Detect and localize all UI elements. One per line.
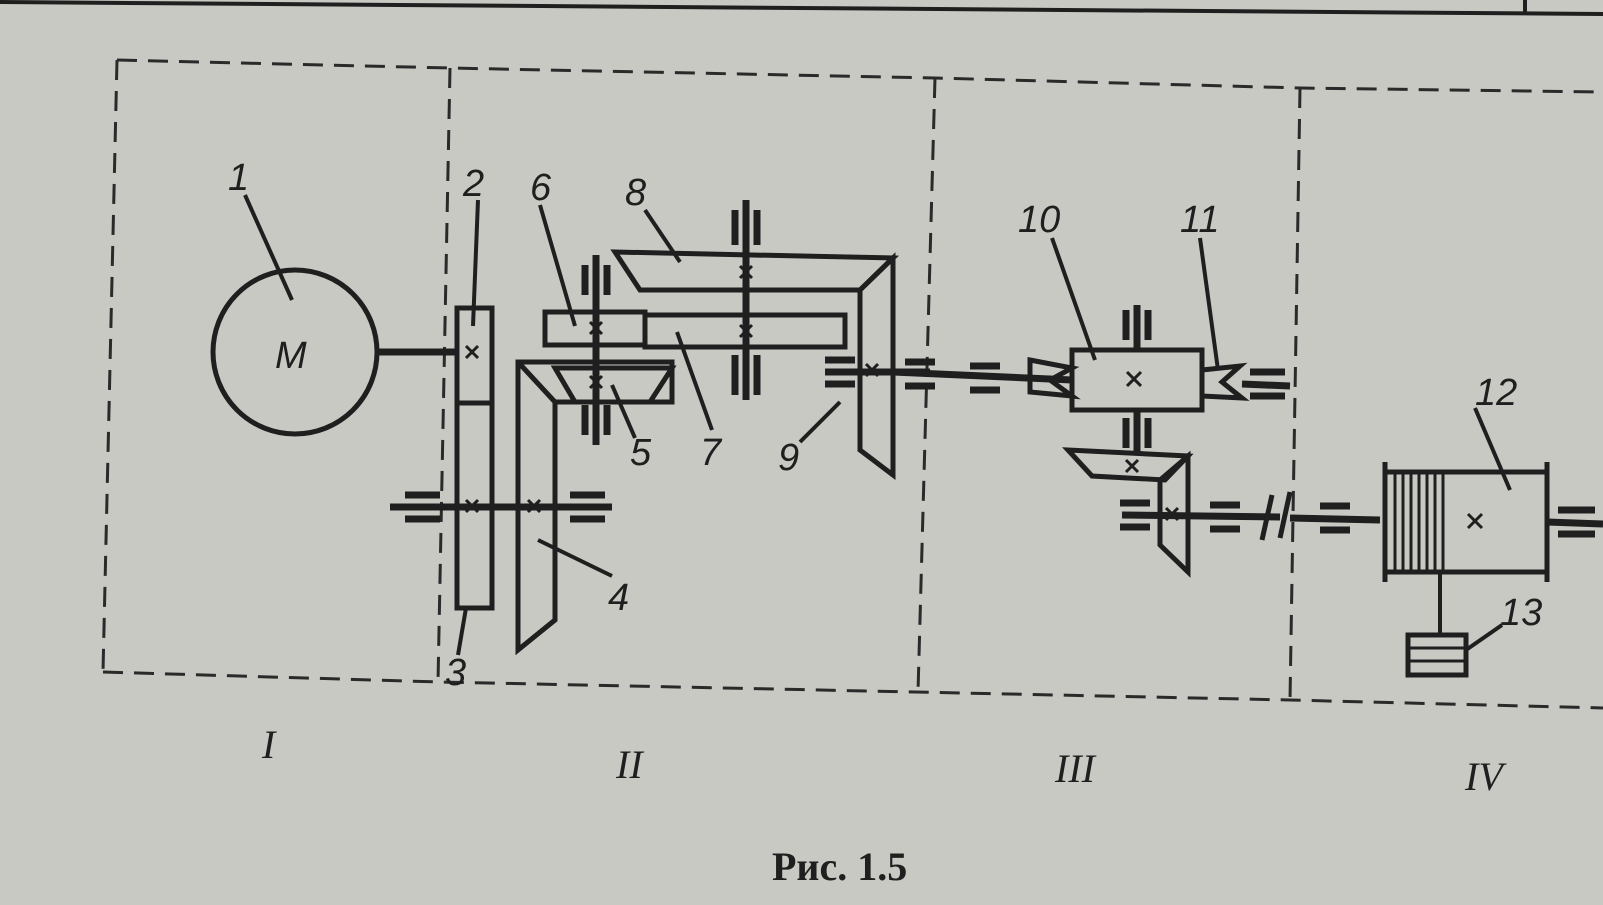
label-2: 2 [462,163,484,205]
label-10: 10 [1018,199,1060,241]
label-11: 11 [1180,199,1219,241]
zone-label-1: I [261,722,277,767]
drum-12 [1382,462,1603,582]
leader-lines [243,194,1512,656]
zone-label-2: II [615,742,644,787]
bevel-pair-output [1062,447,1281,578]
page-top-border [0,0,1603,16]
label-13: 13 [1500,592,1542,634]
figure-caption: Рис. 1.5 [772,844,907,889]
label-7: 7 [700,432,723,474]
zone-boundaries [101,58,1603,710]
load-13 [1405,572,1469,678]
label-5: 5 [630,432,652,474]
spur-gear-pair-2-3 [454,305,495,611]
label-1: 1 [228,157,249,199]
zone-labels: I II III IV [261,722,1507,799]
label-6: 6 [530,167,552,209]
label-9: 9 [778,437,799,479]
motor: M [210,267,455,437]
drum-rope-windings [1393,474,1445,570]
zone-label-4: IV [1464,754,1507,799]
label-4: 4 [608,577,629,619]
coupling-11 [1201,362,1291,401]
gear-10 [1069,305,1205,455]
label-8: 8 [625,172,646,214]
zone-label-3: III [1054,746,1097,791]
shaft-to-10 [892,356,1081,400]
bevel-gear-5 [550,255,677,445]
label-3: 3 [445,652,466,694]
shaft-gear-3-4 [390,359,675,656]
label-12: 12 [1475,372,1517,414]
motor-symbol: M [275,335,307,377]
clutch [1259,491,1381,541]
part-labels: 1 2 3 4 5 6 7 8 9 10 11 12 13 [228,157,1542,694]
